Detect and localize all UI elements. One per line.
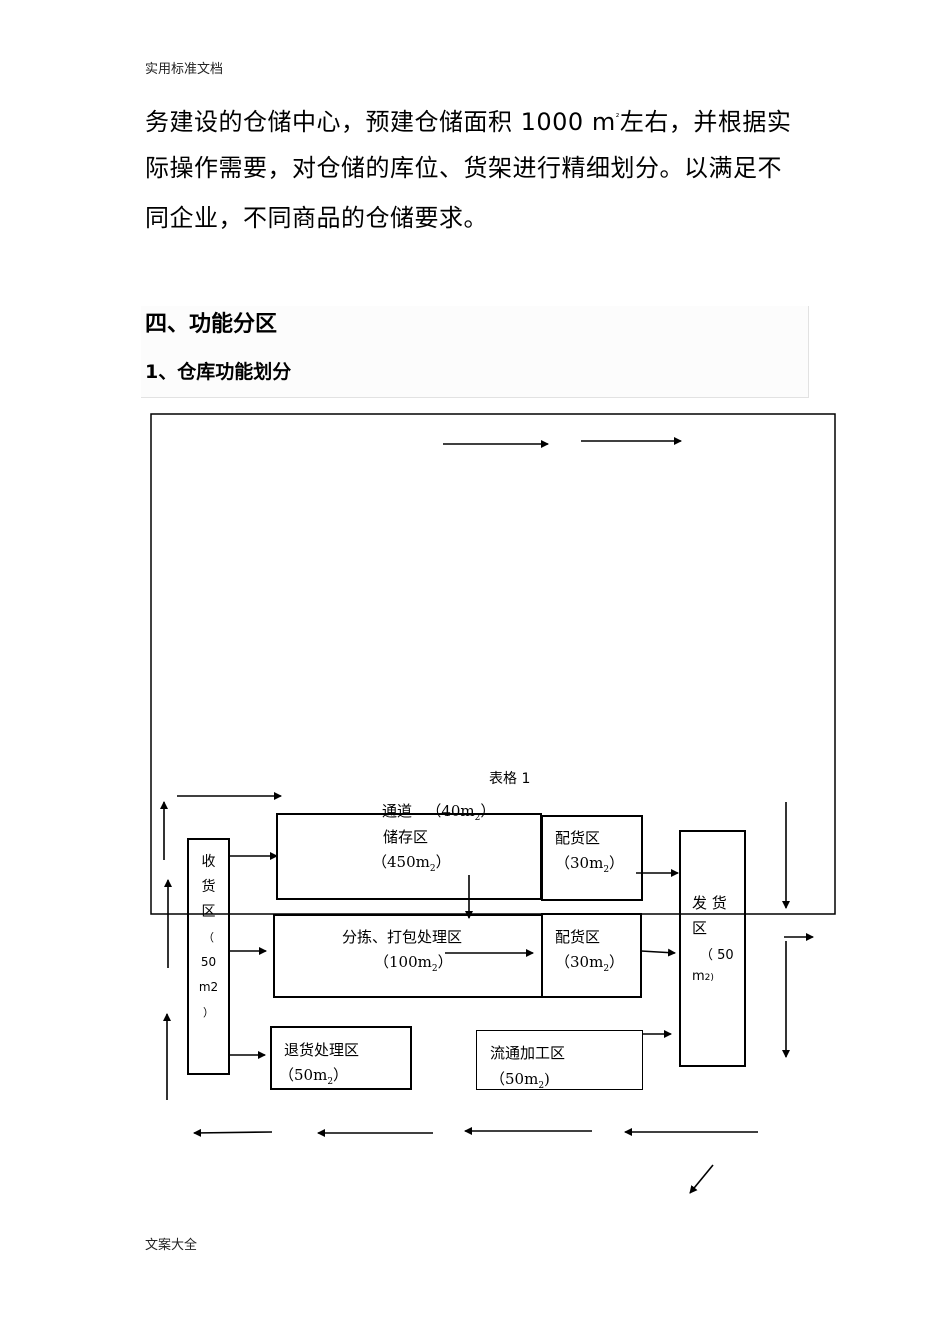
receiving-char-2: 货 <box>201 879 216 895</box>
receiving-label: 收 货 区 （ 50 m2 ） <box>187 850 230 1025</box>
processing-name: 流通加工区 <box>490 1044 566 1062</box>
returns-area: （50m2） <box>279 1064 348 1087</box>
storage-area-sub: 2 <box>429 864 436 874</box>
section-title: 四、功能分区 <box>145 312 278 337</box>
distribution-2-name: 配货区 <box>555 928 601 946</box>
aisle-area-end: ） <box>480 802 496 820</box>
processing-area-end: ) <box>544 1070 550 1088</box>
page-footer: 文案大全 <box>145 1238 198 1253</box>
processing-area-sub: 2 <box>538 1081 545 1091</box>
distribution-1-name: 配货区 <box>555 829 601 847</box>
arrow-bottom-1 <box>193 1128 273 1137</box>
returns-zone <box>270 1026 412 1090</box>
heading-block <box>141 306 809 398</box>
paragraph-line-1: 务建设的仓储中心，预建仓储面积 1000 m²左右，并根据实 <box>145 93 791 147</box>
storage-area-value: （450m <box>372 853 430 871</box>
shipping-line-4-m: m <box>692 969 705 984</box>
distribution-1-area-value: （30m <box>555 854 604 872</box>
processing-area-value: （50m <box>490 1070 539 1088</box>
aisle-label: 通道 （40m2） <box>382 800 495 823</box>
distribution-2-area-sub: 2 <box>603 964 610 974</box>
aisle-area: （40m <box>426 802 475 820</box>
receiving-char-4: （ <box>203 931 214 944</box>
shipping-line-4: m2) <box>692 969 714 984</box>
aisle-area-sub: 2 <box>474 813 481 823</box>
returns-area-sub: 2 <box>327 1077 334 1087</box>
paragraph-line-2: 际操作需要，对仓储的库位、货架进行精细划分。以满足不 <box>145 154 782 182</box>
distribution-1-area: （30m2） <box>555 852 624 875</box>
shipping-line-2: 区 <box>692 919 708 937</box>
returns-area-end: ） <box>333 1066 349 1084</box>
processing-area: （50m2) <box>490 1068 550 1091</box>
section-subtitle: 1、仓库功能划分 <box>145 361 292 383</box>
distribution-zone-2 <box>541 913 642 998</box>
distribution-zone-1 <box>541 815 643 901</box>
receiving-char-3: 区 <box>201 904 216 920</box>
aisle-name: 通道 <box>382 802 413 820</box>
shipping-line-3: （ 50 <box>700 948 734 963</box>
page-header: 实用标准文档 <box>145 62 224 77</box>
distribution-1-area-sub: 2 <box>603 865 610 875</box>
storage-area: （450m2） <box>372 851 451 874</box>
receiving-char-5: 50 <box>200 955 217 969</box>
distribution-2-area: （30m2） <box>555 951 624 974</box>
superscript-2: ² <box>615 113 620 123</box>
paragraph-line-3: 同企业，不同商品的仓储要求。 <box>145 204 488 232</box>
paragraph-line-1b: 左右，并根据实 <box>619 108 792 136</box>
shipping-line-1: 发 货 <box>692 894 727 912</box>
arrow-diagonal <box>689 1164 714 1194</box>
sorting-area-end: ） <box>437 953 453 971</box>
distribution-2-area-end: ） <box>609 953 625 971</box>
sorting-area: （100m2） <box>374 951 453 974</box>
sorting-area-value: （100m <box>374 953 432 971</box>
arrow-dist2-ship <box>640 948 676 957</box>
returns-name: 退货处理区 <box>284 1041 360 1059</box>
storage-name: 储存区 <box>383 828 429 846</box>
distribution-1-area-end: ） <box>609 854 625 872</box>
sorting-name: 分拣、打包处理区 <box>342 928 463 946</box>
storage-area-end: ） <box>435 853 451 871</box>
paragraph-line-1a: 务建设的仓储中心，预建仓储面积 1000 m <box>145 108 616 136</box>
receiving-char-7: ） <box>203 1006 214 1019</box>
shipping-zone <box>679 830 746 1067</box>
shipping-line-4-sub: 2) <box>704 973 714 983</box>
table-caption: 表格 1 <box>489 771 531 787</box>
receiving-zone <box>187 838 230 1075</box>
returns-area-value: （50m <box>279 1066 328 1084</box>
sorting-area-sub: 2 <box>431 964 438 974</box>
receiving-char-1: 收 <box>201 854 216 870</box>
receiving-char-6: m2 <box>198 980 219 994</box>
distribution-2-area-value: （30m <box>555 953 604 971</box>
processing-zone <box>476 1030 643 1090</box>
